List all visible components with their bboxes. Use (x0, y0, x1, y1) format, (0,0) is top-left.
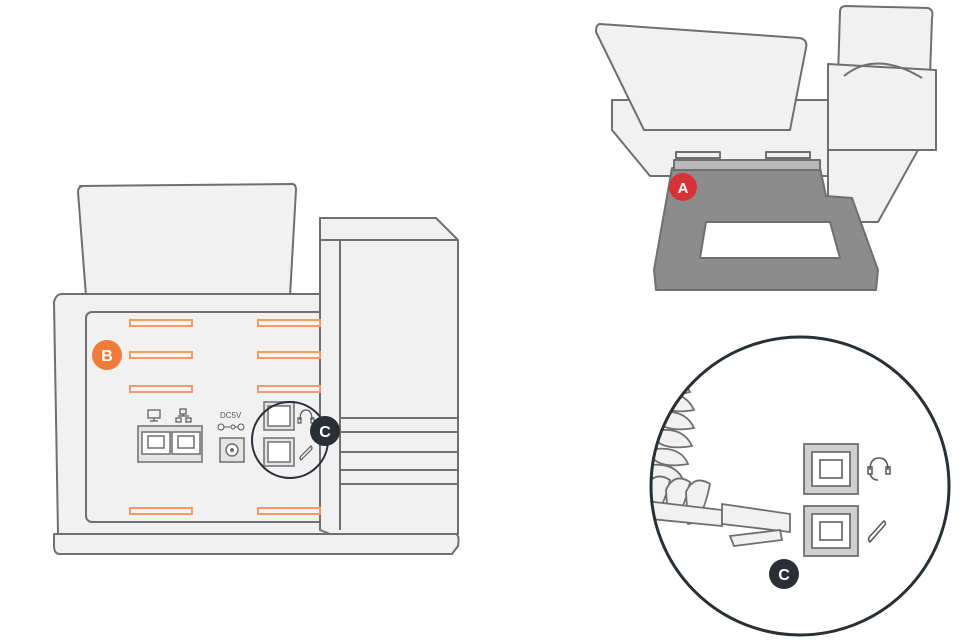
coiled-cord (651, 376, 723, 527)
callout-c-zoom: C (769, 559, 799, 589)
svg-text:B: B (101, 348, 113, 365)
callout-a: A (669, 173, 697, 201)
headset-icon-zoom (867, 457, 891, 481)
zoom-circle (649, 335, 951, 637)
mount-slot (129, 351, 193, 359)
svg-text:C: C (319, 424, 331, 441)
svg-text:A: A (678, 180, 689, 197)
network-icon (175, 408, 192, 423)
mount-slot (129, 385, 193, 393)
handset-body (319, 217, 459, 535)
mount-slot (257, 507, 321, 515)
monitor-icon (147, 409, 161, 422)
callout-b: B (92, 340, 122, 370)
stand-view (595, 5, 937, 291)
rear-rj9-ports (263, 401, 295, 467)
mount-slot (257, 385, 321, 393)
mount-slot (257, 351, 321, 359)
handset-icon-zoom (867, 520, 887, 544)
rj9-plug (721, 502, 791, 534)
headset-icon (297, 409, 315, 424)
rear-view (53, 183, 460, 555)
display-back (77, 183, 297, 297)
mount-slot (129, 507, 193, 515)
mount-slot (129, 319, 193, 327)
zoom-view (649, 335, 951, 637)
svg-text:C: C (778, 567, 790, 584)
phone-base (53, 533, 460, 555)
power-label: DC5V (220, 411, 242, 420)
ethernet-ports (137, 425, 203, 463)
callout-c-rear: C (310, 416, 340, 446)
mount-slots (129, 319, 321, 515)
handset-icon (299, 445, 313, 461)
power-symbol (217, 423, 245, 431)
mount-slot (257, 319, 321, 327)
phone-screen (595, 23, 808, 131)
